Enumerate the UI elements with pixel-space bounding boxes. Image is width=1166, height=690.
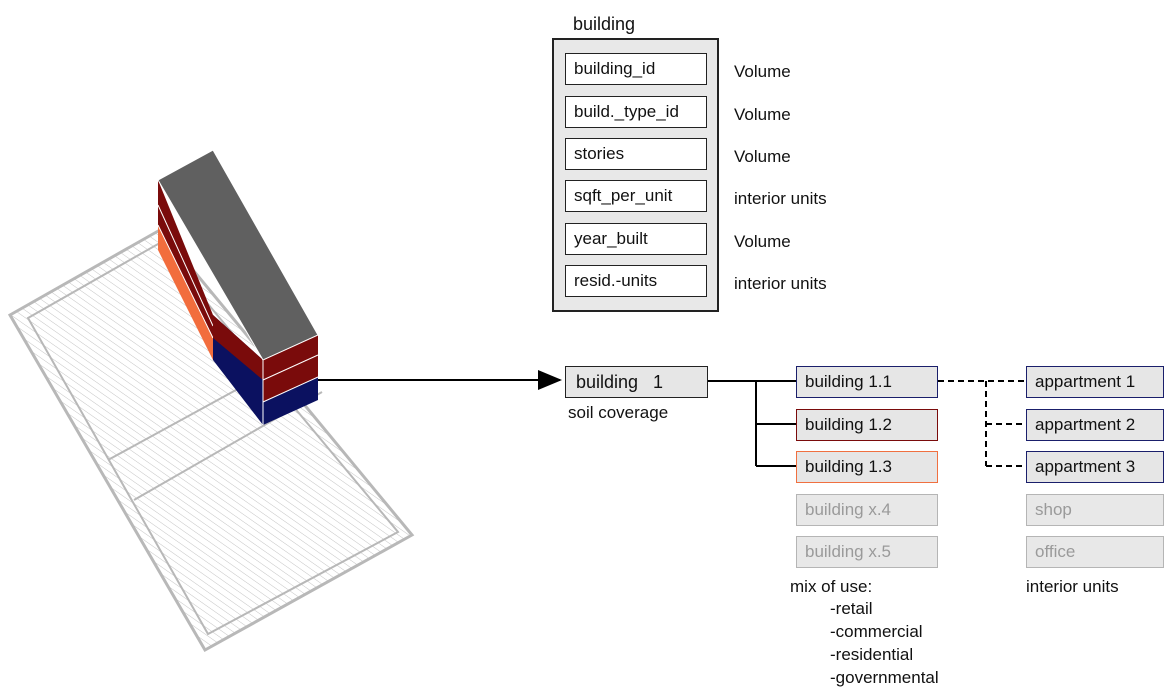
schema-source: interior units [734,189,827,208]
building-right-upper [263,335,318,380]
mix-item: -governmental [830,668,939,687]
schema-field-stories: stories [565,138,707,170]
root-caption: soil coverage [568,403,669,422]
tree-connectors [708,380,796,467]
floor-node-1-1: building 1.1 [796,366,938,398]
root-node: building 1 [565,366,708,398]
schema-field-sqft-per-unit: sqft_per_unit [565,180,707,212]
schema-source: Volume [734,62,791,81]
schema-field-resid-units: resid.-units [565,265,707,297]
units-caption: interior units [1026,577,1119,596]
mix-item: -residential [830,645,914,664]
schema-source: Volume [734,232,791,251]
schema-field-building-id: building_id [565,53,707,85]
building-side-red [158,180,213,338]
mix-item: -retail [830,599,873,618]
building-right-lower [263,377,318,425]
unit-node-appartment-3: appartment 3 [1026,451,1164,483]
floor-node-x-5: building x.5 [796,536,938,568]
schema-source: interior units [734,274,827,293]
unit-node-appartment-2: appartment 2 [1026,409,1164,441]
floor-node-1-3: building 1.3 [796,451,938,483]
floor-node-1-2: building 1.2 [796,409,938,441]
building-roof [157,149,319,361]
building-front-red [213,315,263,380]
mix-item: -commercial [830,622,923,641]
floor-node-x-4: building x.4 [796,494,938,526]
building-right-middle [263,355,318,402]
schema-source: Volume [734,105,791,124]
mix-heading: mix of use: [790,577,873,596]
unit-node-shop: shop [1026,494,1164,526]
schema-source: Volume [734,147,791,166]
unit-node-appartment-1: appartment 1 [1026,366,1164,398]
unit-node-office: office [1026,536,1164,568]
building-side-orange [158,225,213,360]
schema-title: building [573,14,636,34]
building-model [157,149,319,425]
schema-field-year-built: year_built [565,223,707,255]
parcel [7,228,415,653]
unit-connectors [938,380,1026,467]
schema-field-build-type-id: build._type_id [565,96,707,128]
